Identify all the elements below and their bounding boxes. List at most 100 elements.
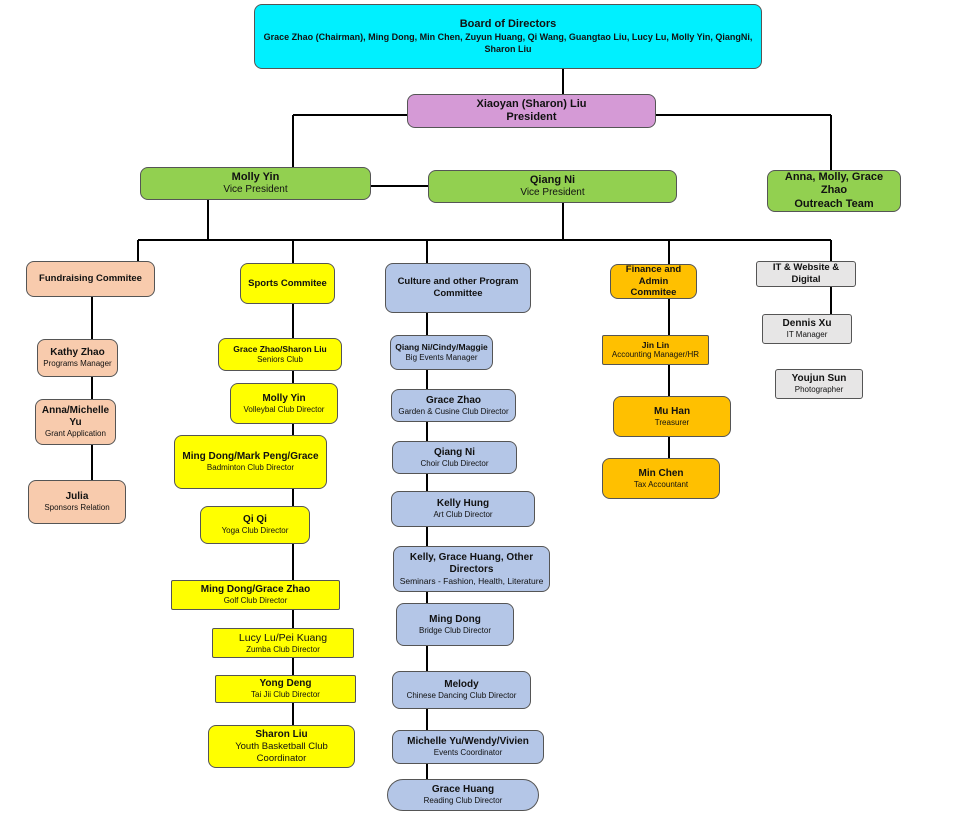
culture-member-box: Ming Dong Bridge Club Director xyxy=(396,603,514,646)
president-box: Xiaoyan (Sharon) Liu President xyxy=(407,94,656,128)
finance-member-box: Mu Han Treasurer xyxy=(613,396,731,437)
sports-member-box: Yong Deng Tai Jii Club Director xyxy=(215,675,356,703)
member-role: Zumba Club Director xyxy=(246,644,320,654)
sports-member-box: Qi Qi Yoga Club Director xyxy=(200,506,310,544)
culture-member-box: Melody Chinese Dancing Club Director xyxy=(392,671,531,709)
member-name: Lucy Lu/Pei Kuang xyxy=(238,631,328,644)
member-name: Qiang Ni/Cindy/Maggie xyxy=(395,342,488,353)
member-name: Ming Dong/Grace Zhao xyxy=(200,584,311,596)
outreach-team-box: Anna, Molly, Grace Zhao Outreach Team xyxy=(767,170,901,212)
member-role: Grant Application xyxy=(45,429,106,439)
it-title: IT & Website & Digital xyxy=(772,262,840,285)
member-role: Programs Manager xyxy=(43,359,112,369)
member-name: Kelly Hung xyxy=(436,498,490,510)
member-role: Art Club Director xyxy=(433,510,493,520)
outreach-names: Anna, Molly, Grace Zhao xyxy=(784,170,884,197)
member-name: Michelle Yu/Wendy/Vivien xyxy=(407,736,529,748)
member-role: Volleybal Club Director xyxy=(243,404,325,414)
member-name: Kathy Zhao xyxy=(50,347,105,359)
it-member-box: Youjun Sun Photographer xyxy=(775,369,863,399)
member-name: Dennis Xu xyxy=(782,318,832,330)
member-name: Yong Deng xyxy=(259,678,312,690)
sports-member-box: Ming Dong/Mark Peng/Grace Badminton Club… xyxy=(174,435,327,489)
member-name: Qi Qi xyxy=(243,514,267,526)
member-name: Melody xyxy=(444,679,479,691)
sports-title: Sports Commitee xyxy=(248,277,327,289)
vp-qiang-role: Vice President xyxy=(520,187,585,199)
member-role: Events Coordinator xyxy=(433,748,503,758)
member-role: Big Events Manager xyxy=(405,352,478,362)
member-role: Tai Jii Club Director xyxy=(251,690,320,700)
member-role: Sponsors Relation xyxy=(44,503,110,513)
vp-qiang-box: Qiang Ni Vice President xyxy=(428,170,677,203)
board-of-directors-box: Board of Directors Grace Zhao (Chairman)… xyxy=(254,4,762,69)
member-role: Badminton Club Director xyxy=(206,463,295,473)
culture-member-box: Qiang Ni/Cindy/Maggie Big Events Manager xyxy=(390,335,493,370)
sports-committee-box: Sports Commitee xyxy=(240,263,335,304)
fundraising-committee-box: Fundraising Commitee xyxy=(26,261,155,297)
member-role: Seminars - Fashion, Health, Literature xyxy=(399,576,544,586)
member-name: Kelly, Grace Huang, Other Directors xyxy=(409,551,534,575)
it-committee-box: IT & Website & Digital xyxy=(756,261,856,287)
finance-member-box: Jin Lin Accounting Manager/HR xyxy=(602,335,709,365)
vp-molly-name: Molly Yin xyxy=(231,170,280,183)
vp-qiang-name: Qiang Ni xyxy=(529,173,576,186)
outreach-role: Outreach Team xyxy=(794,197,874,210)
member-role: Reading Club Director xyxy=(423,796,503,806)
culture-member-box: Michelle Yu/Wendy/Vivien Events Coordina… xyxy=(392,730,544,764)
culture-committee-box: Culture and other Program Committee xyxy=(385,263,531,313)
member-name: Grace Huang xyxy=(431,784,495,796)
fundraising-title: Fundraising Commitee xyxy=(39,273,142,285)
member-name: Jin Lin xyxy=(641,339,670,350)
member-role: Yoga Club Director xyxy=(221,526,289,536)
member-name: Sharon Liu xyxy=(255,728,308,740)
board-members: Grace Zhao (Chairman), Ming Dong, Min Ch… xyxy=(263,32,753,55)
member-name: Qiang Ni xyxy=(433,446,476,458)
member-role: Seniors Club xyxy=(257,354,303,364)
vp-molly-box: Molly Yin Vice President xyxy=(140,167,371,200)
member-name: Grace Zhao xyxy=(425,394,482,406)
sports-member-box: Ming Dong/Grace Zhao Golf Club Director xyxy=(171,580,340,610)
member-name: Molly Yin xyxy=(262,392,306,404)
member-name: Anna/Michelle Yu xyxy=(41,404,110,429)
member-name: Min Chen xyxy=(638,467,684,479)
member-name: Ming Dong/Mark Peng/Grace xyxy=(182,451,319,463)
sports-member-box: Sharon Liu Youth Basketball Club Coordin… xyxy=(208,725,355,768)
member-name: Youjun Sun xyxy=(791,373,847,385)
it-member-box: Dennis Xu IT Manager xyxy=(762,314,852,344)
culture-member-box: Kelly, Grace Huang, Other Directors Semi… xyxy=(393,546,550,592)
finance-committee-box: Finance and Admin Commitee xyxy=(610,264,697,299)
president-name: Xiaoyan (Sharon) Liu xyxy=(476,97,587,110)
member-role: Treasurer xyxy=(654,417,690,427)
fundraising-member-box: Kathy Zhao Programs Manager xyxy=(37,339,118,377)
member-role: IT Manager xyxy=(786,330,828,340)
board-title: Board of Directors xyxy=(459,17,557,30)
sports-member-box: Grace Zhao/Sharon Liu Seniors Club xyxy=(218,338,342,371)
member-role: Bridge Club Director xyxy=(418,625,492,635)
culture-member-box: Grace Zhao Garden & Cusine Club Director xyxy=(391,389,516,422)
vp-molly-role: Vice President xyxy=(223,184,288,196)
finance-title: Finance and Admin Commitee xyxy=(625,264,682,299)
president-role: President xyxy=(506,111,557,123)
culture-member-box: Kelly Hung Art Club Director xyxy=(391,491,535,527)
member-role: Accounting Manager/HR xyxy=(611,350,700,360)
fundraising-member-box: Anna/Michelle Yu Grant Application xyxy=(35,399,116,445)
fundraising-member-box: Julia Sponsors Relation xyxy=(28,480,126,524)
member-name: Julia xyxy=(65,491,89,503)
sports-member-box: Lucy Lu/Pei Kuang Zumba Club Director xyxy=(212,628,354,658)
sports-member-box: Molly Yin Volleybal Club Director xyxy=(230,383,338,424)
member-name: Ming Dong xyxy=(429,613,481,625)
member-name: Grace Zhao/Sharon Liu xyxy=(233,344,327,355)
culture-member-box: Grace Huang Reading Club Director xyxy=(387,779,539,811)
member-name: Mu Han xyxy=(653,405,691,417)
member-role: Youth Basketball Club Coordinator xyxy=(235,741,328,764)
member-role: Photographer xyxy=(794,385,844,395)
finance-member-box: Min Chen Tax Accountant xyxy=(602,458,720,499)
member-role: Tax Accountant xyxy=(633,479,689,489)
member-role: Choir Club Director xyxy=(420,458,489,468)
member-role: Chinese Dancing Club Director xyxy=(406,691,517,701)
culture-title: Culture and other Program Committee xyxy=(397,276,519,299)
member-role: Golf Club Director xyxy=(223,596,288,606)
